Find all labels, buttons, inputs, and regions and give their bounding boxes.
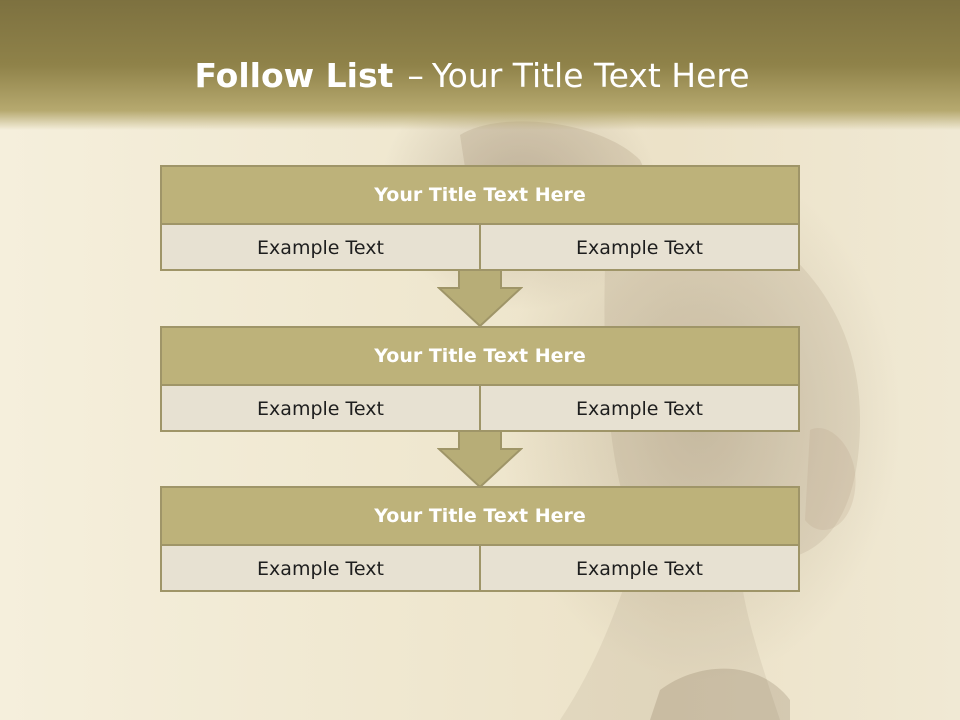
step-3-right-text: Example Text: [479, 546, 798, 592]
slide-title: Follow List–Your Title Text Here: [0, 52, 944, 100]
step-3-left-text: Example Text: [257, 558, 384, 580]
step-1-left-text: Example Text: [257, 237, 384, 259]
down-arrow-icon: [437, 270, 523, 328]
step-box-2: Your Title Text Here Example Text Exampl…: [160, 326, 800, 432]
step-box-1: Your Title Text Here Example Text Exampl…: [160, 165, 800, 271]
step-row-1: Example Text Example Text: [162, 225, 798, 271]
step-row-3: Example Text Example Text: [162, 546, 798, 592]
step-2-right-text: Example Text: [479, 386, 798, 432]
slide-title-rest: Your Title Text Here: [431, 56, 750, 95]
down-arrow-icon: [437, 431, 523, 489]
step-2-left-text: Example Text: [257, 398, 384, 420]
step-title-2: Your Title Text Here: [162, 328, 798, 386]
step-1-right-text: Example Text: [479, 225, 798, 271]
step-box-3: Your Title Text Here Example Text Exampl…: [160, 486, 800, 592]
step-row-2: Example Text Example Text: [162, 386, 798, 432]
step-title-3: Your Title Text Here: [162, 488, 798, 546]
slide-title-dash: –: [407, 56, 424, 95]
header-band: [0, 0, 960, 130]
step-title-1: Your Title Text Here: [162, 167, 798, 225]
slide-title-strong: Follow List: [194, 56, 394, 95]
